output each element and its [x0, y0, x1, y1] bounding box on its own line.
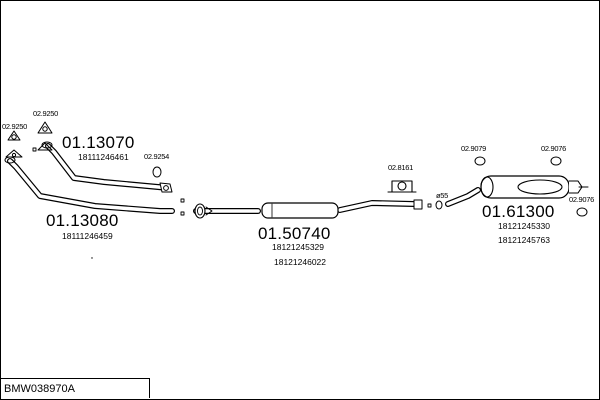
- part-ref-18121245763: 18121245763: [498, 235, 551, 245]
- small-part-label: 02.9076: [569, 195, 595, 204]
- diagram-code: BMW038970A: [4, 383, 75, 395]
- ring-right-icon: [152, 166, 162, 178]
- small-part-label: 02.9250: [2, 122, 28, 131]
- part-number-01-13080: 01.13080: [46, 211, 119, 230]
- part-ref-18121245329: 18121245329: [272, 242, 325, 252]
- rear-muffler: [445, 175, 589, 207]
- part-ref-18121245330: 18121245330: [498, 221, 551, 231]
- hanger-mid-icon: [387, 180, 417, 193]
- part-number-01-61300: 01.61300: [482, 202, 555, 221]
- gasket-left-icon: [5, 130, 23, 158]
- part-number-01-50740: 01.50740: [258, 224, 331, 243]
- ring-muffler-icon: [474, 156, 588, 217]
- part-number-01-13070: 01.13070: [62, 133, 135, 152]
- part-ref-18111246461: 18111246461: [78, 152, 129, 162]
- clamp-icon: [435, 200, 443, 210]
- gasket-upper-icon: [37, 121, 53, 151]
- part-ref-18111246459: 18111246459: [62, 231, 113, 241]
- diagram-code-box: BMW038970A: [0, 378, 150, 398]
- small-part-label: 02.9076: [541, 144, 567, 153]
- middle-silencer-pipe: [193, 199, 423, 219]
- part-ref-18121246022: 18121246022: [274, 257, 327, 267]
- clamp-size-label: ø55: [436, 191, 449, 200]
- small-part-label: 02.9250: [33, 109, 59, 118]
- small-part-label: 02.9254: [144, 152, 170, 161]
- small-part-label: 02.9079: [461, 144, 487, 153]
- bolt-icons: [32, 147, 432, 216]
- small-part-label: 02.8161: [388, 163, 414, 172]
- front-pipe-upper: [41, 141, 173, 193]
